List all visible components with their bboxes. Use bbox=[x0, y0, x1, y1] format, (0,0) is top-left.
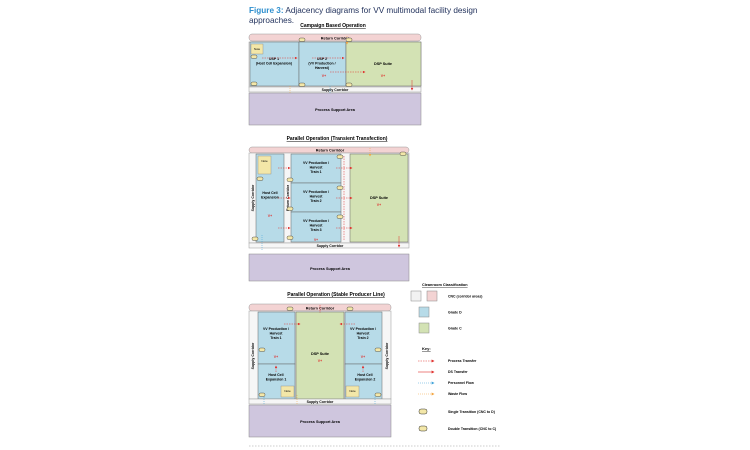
vplus-label: V+ bbox=[318, 359, 322, 363]
supply-corridor-right-label: Supply Corridor bbox=[385, 342, 389, 369]
note-label: Note bbox=[254, 47, 261, 51]
usp2-label: USP 2(VV Production /Harvest) bbox=[308, 57, 335, 70]
return-corridor-label: Return Corridor bbox=[316, 149, 345, 153]
process-support-area-label: Process Support Area bbox=[315, 108, 356, 112]
note-label: Note bbox=[284, 389, 291, 393]
waste-flow-label: Waste Flow bbox=[448, 392, 467, 396]
dsp-suite-room bbox=[349, 153, 409, 243]
process-support-area bbox=[248, 404, 392, 438]
process-support-area bbox=[248, 253, 410, 282]
classification-title: Cleanroom Classification bbox=[422, 283, 468, 287]
supply-corridor-vertical-label: Supply Corridor bbox=[251, 184, 255, 211]
vplus-label: V+ bbox=[274, 355, 278, 359]
transition-markers bbox=[250, 37, 353, 87]
flow-arrows bbox=[261, 148, 401, 250]
figure-title: Figure 3: Adjacency diagrams for VV mult… bbox=[249, 6, 519, 26]
note-box bbox=[345, 385, 360, 398]
figure-label: Figure 3: bbox=[249, 6, 284, 15]
cnc-label: CNC (corridor areas) bbox=[448, 295, 482, 299]
diagram1-title: Campaign Based Operation bbox=[300, 23, 366, 29]
transition-markers bbox=[258, 306, 382, 397]
supply-corridor bbox=[248, 398, 392, 405]
process-support-area-label: Process Support Area bbox=[300, 420, 341, 424]
return-corridor-label: Return Corridor bbox=[306, 307, 335, 311]
process-transfer-label: Process Transfer bbox=[448, 359, 477, 363]
key-title: Key: bbox=[422, 346, 431, 351]
figure-caption: Adjacency diagrams for VV multimodal fac… bbox=[249, 6, 478, 25]
cnc-swatch-grey bbox=[410, 290, 422, 302]
usp2-room bbox=[298, 41, 347, 87]
grade-c-swatch bbox=[418, 322, 430, 334]
process-support-area-label: Process Support Area bbox=[310, 267, 351, 271]
note-box bbox=[280, 385, 295, 398]
double-transition-swatch bbox=[418, 425, 428, 432]
note-box bbox=[250, 43, 264, 55]
supply-corridor bbox=[248, 242, 410, 249]
dsp-suite-label: DSP Suite bbox=[374, 62, 392, 66]
supply-corridor-label: Supply Corridor bbox=[307, 400, 334, 404]
diagram3-title: Parallel Operation (Stable Producer Line… bbox=[287, 292, 385, 298]
vplus-label: V+ bbox=[377, 203, 381, 207]
personnel-flow-label: Personnel Flow bbox=[448, 381, 474, 385]
supply-corridor-label: Supply Corridor bbox=[322, 88, 349, 92]
flow-arrows bbox=[263, 305, 376, 405]
diagram-parallel-stable: Parallel Operation (Stable Producer Line… bbox=[248, 292, 392, 438]
train3-room bbox=[290, 211, 342, 243]
grade-d-label: Grade D bbox=[448, 311, 462, 315]
train1-room bbox=[257, 311, 296, 365]
flow-arrows bbox=[262, 36, 414, 93]
single-transition-swatch bbox=[418, 408, 428, 415]
usp1-label: USP 1(Host Cell Expansion) bbox=[256, 57, 292, 66]
return-corridor-label: Return Corridor bbox=[321, 37, 350, 41]
note-box bbox=[257, 155, 272, 175]
diagram-campaign-based: Campaign Based Operation Return Corridor… bbox=[248, 23, 422, 126]
double-transition-label: Double Transition (CNC to C) bbox=[448, 427, 496, 431]
process-support-area bbox=[248, 92, 422, 126]
note-label: Note bbox=[349, 389, 356, 393]
vplus-label: V+ bbox=[268, 214, 272, 218]
cnc-swatch-pink bbox=[426, 290, 438, 302]
vplus-label: V+ bbox=[314, 238, 318, 242]
dsp-suite-room bbox=[345, 41, 422, 87]
vplus-label: V+ bbox=[361, 355, 365, 359]
grade-d-swatch bbox=[418, 306, 430, 318]
legend: Cleanroom Classification CNC (corridor a… bbox=[410, 283, 496, 432]
diagram2-title: Parallel Operation (Transient Transfecti… bbox=[287, 136, 388, 142]
grade-c-label: Grade C bbox=[448, 327, 462, 331]
supply-corridor-label: Supply Corridor bbox=[317, 244, 344, 248]
train2-room bbox=[344, 311, 383, 365]
diagram-parallel-transient: Parallel Operation (Transient Transfecti… bbox=[248, 136, 410, 282]
return-corridor bbox=[248, 33, 422, 42]
vplus-label: V+ bbox=[322, 74, 326, 78]
note-label: Note bbox=[261, 159, 268, 163]
dsp-suite-label: DSP Suite bbox=[370, 196, 388, 200]
supply-corridor bbox=[248, 86, 422, 93]
dsp-suite-room bbox=[295, 311, 345, 400]
vplus-label: V+ bbox=[381, 74, 385, 78]
dsp-suite-label: DSP Suite bbox=[311, 352, 329, 356]
transition-markers bbox=[251, 151, 407, 241]
supply-corridor-left-label: Supply Corridor bbox=[251, 342, 255, 369]
ds-transfer-label: DS Transfer bbox=[448, 370, 468, 374]
single-transition-label: Single Transition (CNC to D) bbox=[448, 410, 495, 414]
train1-room bbox=[290, 153, 342, 184]
